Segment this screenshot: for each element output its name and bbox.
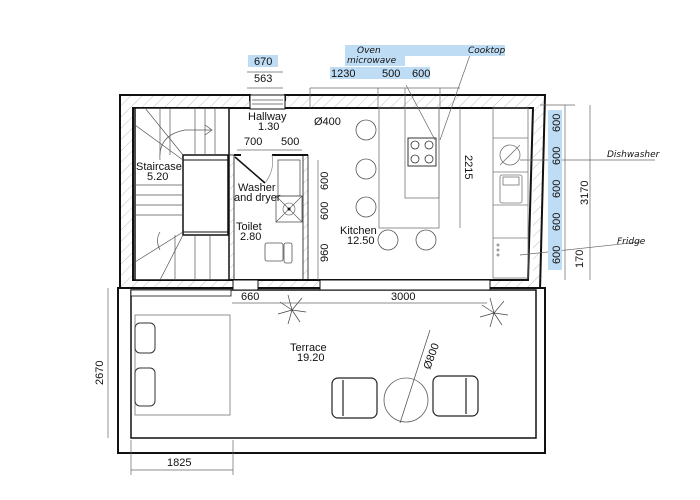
dishwasher-label: Dishwasher (607, 150, 661, 160)
washer-label-1: Washer (238, 182, 276, 194)
room-name-staircase: Staircase (136, 161, 182, 173)
room-area-hallway: 1.30 (258, 121, 279, 133)
dimension-lines (107, 54, 655, 475)
dim-170: 170 (574, 250, 586, 268)
toilet-walls (228, 154, 309, 281)
terrace-walls (117, 279, 546, 454)
dim-2215: 2215 (462, 155, 474, 179)
staircase (134, 107, 230, 281)
terrace-table (383, 377, 429, 423)
room-name-terrace: Terrace (290, 342, 327, 354)
cooktop-label: Cooktop (468, 46, 506, 56)
room-name-toilet: Toilet (236, 221, 262, 233)
bar-stools (355, 119, 437, 251)
dim-700: 700 (244, 136, 262, 148)
dim-600-right-2: 600 (551, 147, 563, 165)
dim-500-top: 500 (382, 68, 400, 80)
dim-2670: 2670 (94, 361, 106, 385)
armchairs (331, 375, 479, 419)
dim-1230: 1230 (331, 68, 355, 80)
fridge-label: Fridge (617, 237, 646, 247)
room-name-hallway: Hallway (248, 111, 287, 123)
kitchen-island (378, 107, 440, 229)
oven-label: Oven (357, 46, 381, 56)
dim-500-hall: 500 (281, 136, 299, 148)
dim-600-top: 600 (412, 68, 430, 80)
room-area-staircase: 5.20 (147, 171, 168, 183)
dim-3000: 3000 (391, 291, 415, 303)
dim-600-left-a: 600 (319, 172, 331, 190)
dim-600-right-1: 600 (551, 114, 563, 132)
plant-icon (277, 294, 509, 328)
dim-600-left-b: 600 (319, 202, 331, 220)
room-area-toilet: 2.80 (240, 231, 261, 243)
washer-label-2: and dryer (234, 192, 281, 204)
room-name-kitchen: Kitchen (340, 225, 377, 237)
dim-3170: 3170 (579, 181, 591, 205)
dim-1825: 1825 (167, 457, 191, 469)
microwave-label: microwave (347, 56, 397, 66)
dim-670: 670 (254, 56, 272, 68)
dim-stool-dia: Ø400 (314, 116, 341, 128)
dim-660: 660 (241, 291, 259, 303)
dim-563: 563 (254, 73, 272, 85)
dim-600-right-4: 600 (551, 213, 563, 231)
dim-600-right-3: 600 (551, 180, 563, 198)
room-area-kitchen: 12.50 (347, 235, 375, 247)
dim-960: 960 (319, 244, 331, 262)
room-area-terrace: 19.20 (297, 352, 325, 364)
right-counter (492, 107, 529, 279)
dim-600-right-5: 600 (551, 246, 563, 264)
